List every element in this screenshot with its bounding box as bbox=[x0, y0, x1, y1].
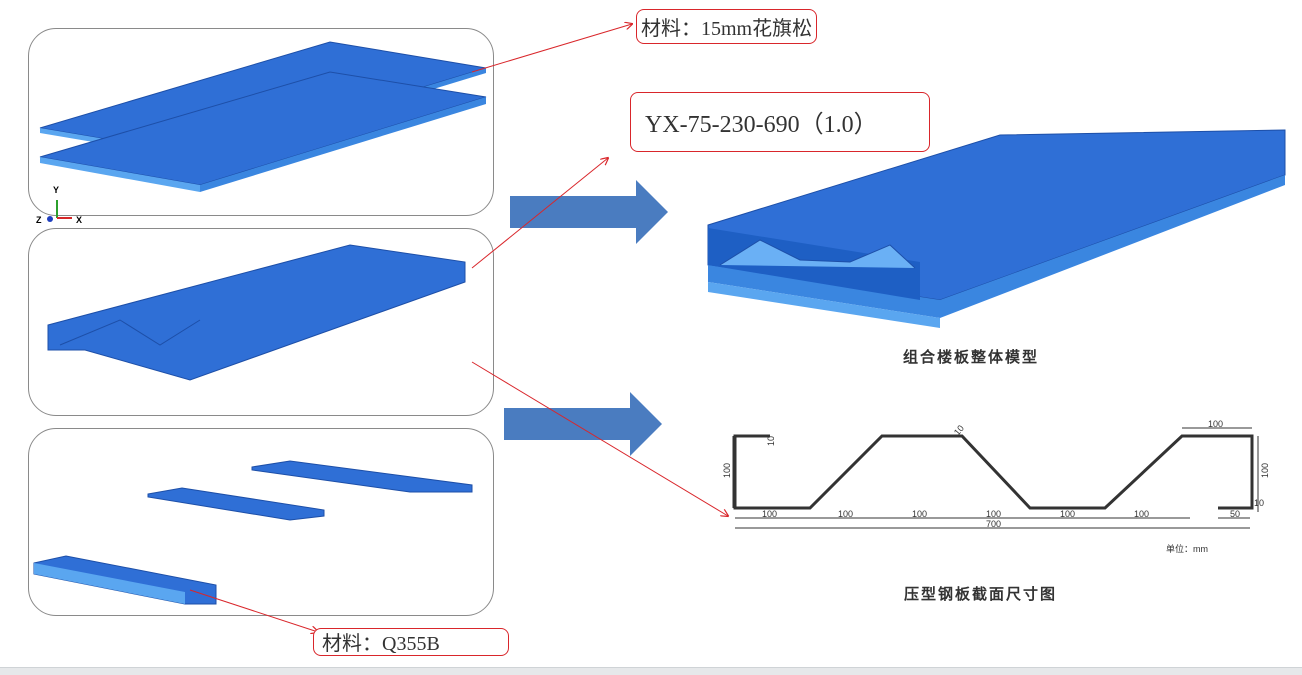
axis-x-label: X bbox=[76, 215, 82, 225]
dimension-label: 10 bbox=[1254, 498, 1264, 508]
dimension-label: 100 bbox=[838, 509, 853, 519]
window-bottom-bar bbox=[0, 667, 1302, 675]
dimension-label: 100 bbox=[1060, 509, 1075, 519]
dimension-label: 100 bbox=[912, 509, 927, 519]
model-caption: 组合楼板整体模型 bbox=[903, 348, 1040, 366]
steel-strips-model bbox=[33, 460, 473, 605]
dimension-label: 700 bbox=[986, 519, 1001, 529]
dimension-label: 50 bbox=[1230, 509, 1240, 519]
deck-spec-callout: YX-75-230-690（1.0） bbox=[630, 92, 930, 152]
composite-floor-model bbox=[707, 129, 1286, 328]
dimension-label: 100 bbox=[986, 509, 1001, 519]
dimension-label: 100 bbox=[1134, 509, 1149, 519]
dimension-label: 100 bbox=[1208, 419, 1223, 429]
arrow-right-icon bbox=[504, 392, 662, 456]
steel-deck-model bbox=[47, 244, 466, 381]
section-caption: 压型钢板截面尺寸图 bbox=[904, 585, 1058, 603]
dimension-label: 单位：mm bbox=[1166, 543, 1208, 554]
dimension-label: 100 bbox=[722, 463, 732, 478]
dimension-label: 100 bbox=[762, 509, 777, 519]
section-dimensions: 100 100 100 100 100 100 50 700 100 100 1… bbox=[722, 419, 1270, 554]
wood-material-callout: 材料：15mm花旗松 bbox=[636, 9, 818, 44]
section-profile bbox=[732, 427, 1259, 529]
axis-triad: Y Z X bbox=[36, 185, 82, 225]
wood-board-bottom bbox=[39, 71, 487, 192]
arrow-right-icon bbox=[510, 180, 668, 244]
dimension-label: 10 bbox=[952, 423, 966, 437]
axis-y-label: Y bbox=[53, 185, 59, 195]
dimension-label: 100 bbox=[1260, 463, 1270, 478]
axis-z-label: Z bbox=[36, 215, 42, 225]
steel-material-callout: 材料：Q355B bbox=[313, 628, 509, 656]
dimension-label: 10 bbox=[766, 436, 776, 446]
